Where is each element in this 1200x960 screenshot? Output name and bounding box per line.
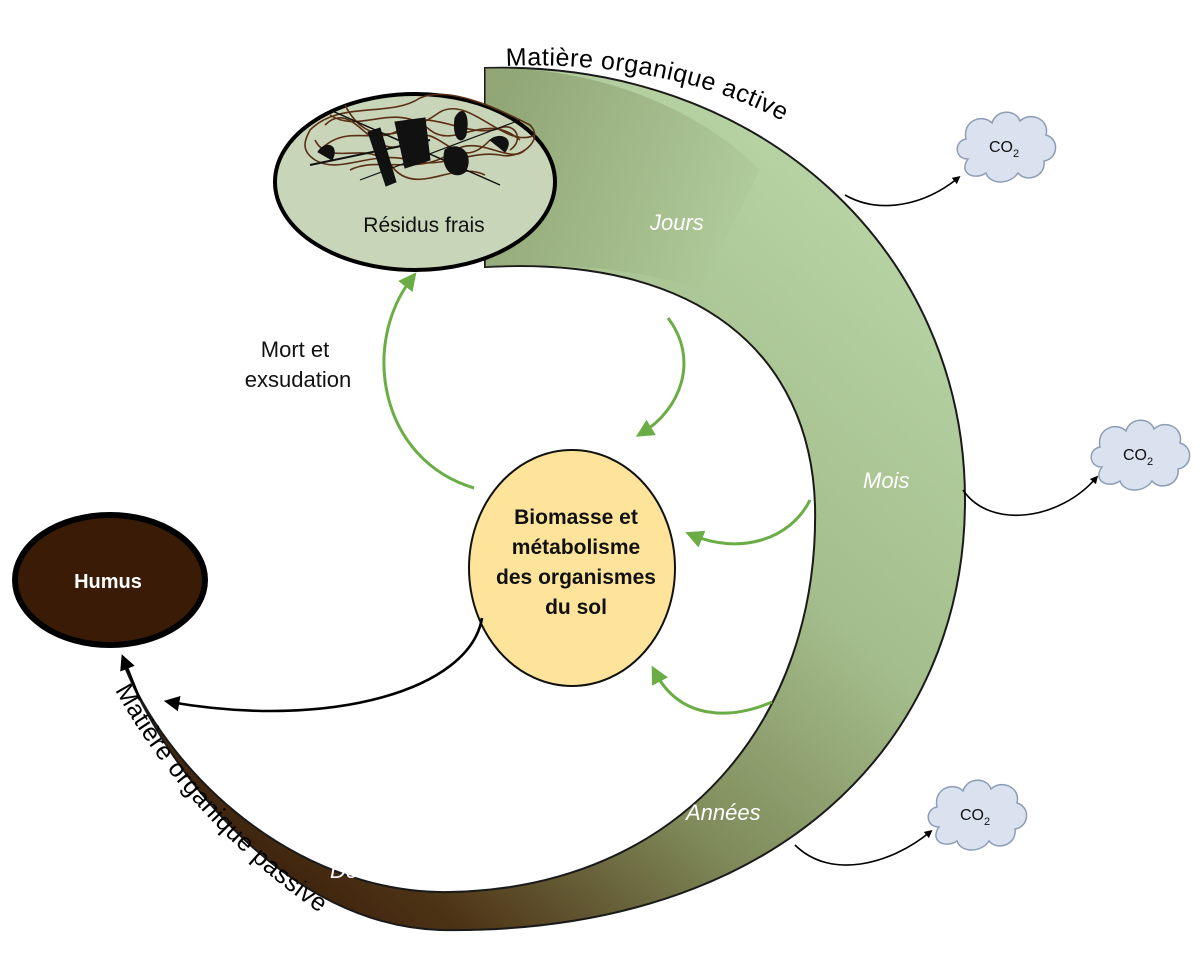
time-label-years: Années bbox=[684, 800, 761, 825]
time-label-decades: Décennies bbox=[330, 858, 434, 883]
humus-label: Humus bbox=[74, 571, 142, 593]
co2-cloud-2: CO2 bbox=[1090, 419, 1191, 491]
biomass-label-line3: des organismes bbox=[496, 566, 656, 589]
biomass-label-line4: du sol bbox=[545, 596, 607, 619]
cloud-icon bbox=[1090, 419, 1191, 491]
arrow-active-to-biomass-mid bbox=[685, 499, 812, 548]
fresh-residues-node: Résidus frais bbox=[273, 92, 557, 272]
arrow-co2-release-1 bbox=[844, 175, 961, 207]
arrow-death-to-residues bbox=[382, 272, 475, 490]
death-exudation-label-line2: exsudation bbox=[245, 367, 351, 392]
co2-cloud-3: CO2 bbox=[927, 779, 1028, 851]
arrow-active-to-biomass-top bbox=[635, 317, 686, 437]
fresh-residues-label: Résidus frais bbox=[363, 214, 484, 237]
arrow-biomass-to-humus bbox=[163, 617, 484, 713]
spiral-band-shading bbox=[485, 67, 760, 290]
organic-matter-spiral-band bbox=[121, 66, 967, 932]
co2-label: CO2 bbox=[989, 139, 1019, 160]
residue-debris-icon bbox=[309, 109, 521, 187]
biomass-node: Biomasse et métabolisme des organismes d… bbox=[468, 449, 676, 687]
co2-label: CO2 bbox=[960, 807, 990, 828]
arrow-co2-release-2 bbox=[962, 475, 1099, 517]
biomass-label-line1: Biomasse et bbox=[514, 506, 638, 529]
time-label-days: Jours bbox=[649, 210, 704, 235]
death-exudation-label-line1: Mort et bbox=[261, 337, 329, 362]
arrow-active-to-biomass-low bbox=[651, 665, 773, 715]
co2-label: CO2 bbox=[1123, 447, 1153, 468]
arrow-passive-to-humus bbox=[120, 654, 142, 701]
co2-cloud-1: CO2 bbox=[956, 111, 1057, 183]
cloud-icon bbox=[956, 111, 1057, 183]
humus-node: Humus bbox=[12, 512, 208, 648]
biomass-label-line2: métabolisme bbox=[512, 536, 640, 559]
arrow-co2-release-3 bbox=[794, 829, 933, 866]
time-label-months: Mois bbox=[863, 468, 909, 493]
cloud-icon bbox=[927, 779, 1028, 851]
